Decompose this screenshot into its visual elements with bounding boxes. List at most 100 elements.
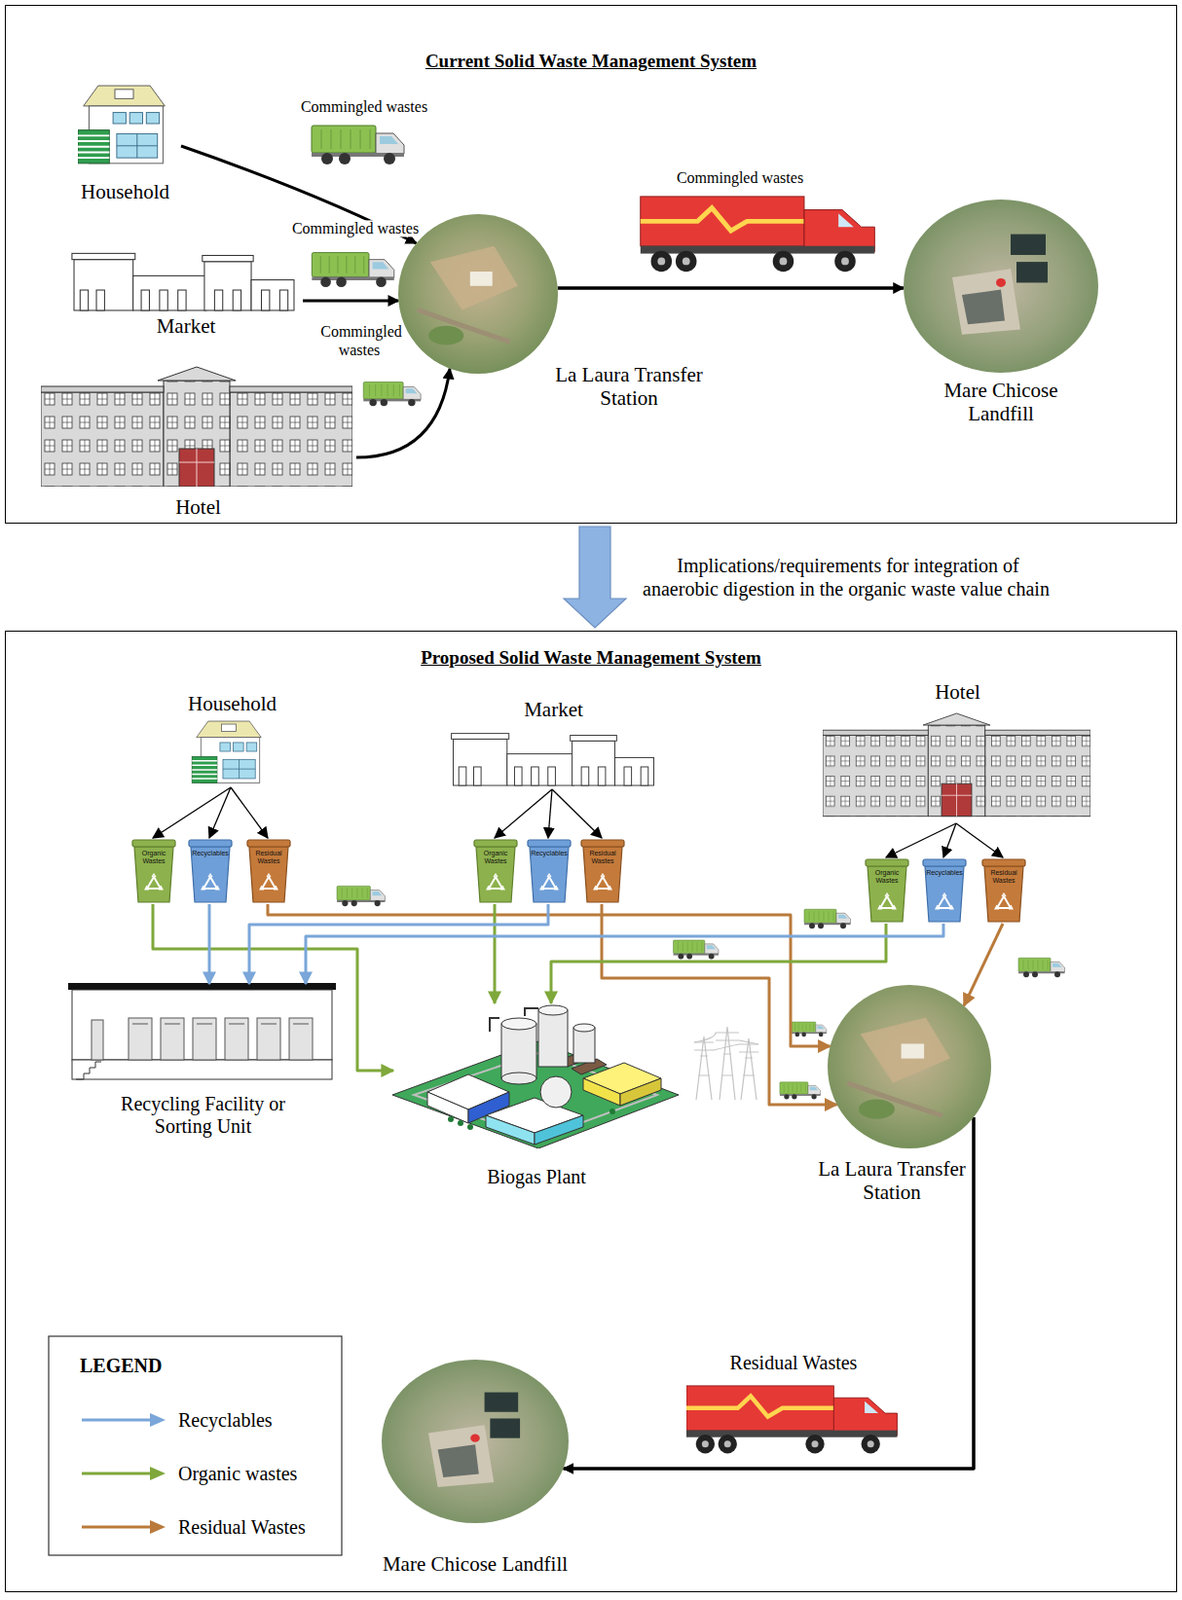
edge-label-wrap: Commingled wastes	[315, 322, 406, 360]
flow-arrow	[208, 904, 212, 985]
node-label: Household	[80, 180, 170, 204]
flow-arrow	[302, 299, 399, 303]
landfill-site: Mare Chicose Landfill	[903, 199, 1099, 373]
node-label: Recycling Facility or Sorting Unit	[98, 1093, 308, 1139]
node-label: Mare Chicose Landfill	[918, 378, 1084, 426]
illustration-part	[134, 847, 174, 903]
source-building: Hotel	[39, 363, 357, 519]
house-icon	[191, 721, 261, 783]
flow-arrow	[356, 369, 450, 458]
illustration-part	[247, 840, 291, 848]
bin-label: Recyclables	[528, 849, 570, 858]
truck-icon	[311, 125, 405, 165]
pylon-icon	[694, 1027, 759, 1101]
illustration-part	[474, 840, 518, 848]
node-label: Hotel	[175, 495, 222, 519]
illustration-part	[878, 893, 896, 910]
system-panel: Proposed Solid Waste Management SystemHo…	[4, 630, 1178, 1593]
hotel-icon	[40, 367, 353, 487]
label-wrap: Recyclables	[189, 849, 231, 858]
title-wrap: Proposed Solid Waste Management System	[5, 647, 1177, 669]
bin-label: Recyclables	[923, 869, 965, 878]
illustration-part	[249, 847, 289, 903]
title-wrap: Current Solid Waste Management System	[5, 50, 1177, 73]
legend-text: Recyclables	[178, 1408, 273, 1433]
illustration-part	[982, 859, 1026, 867]
bin-label: Organic Wastes	[475, 849, 517, 865]
illustration-part	[995, 893, 1013, 910]
illustration-part	[923, 859, 966, 867]
waste-bin: Residual Wastes	[980, 857, 1028, 924]
flow-arrow	[956, 823, 1003, 858]
legend-arrow	[79, 1412, 168, 1429]
legend-line	[81, 1473, 152, 1477]
illustration-part	[924, 866, 964, 923]
bin-label: Organic Wastes	[866, 869, 908, 885]
bin-label: Residual Wastes	[983, 869, 1025, 885]
biogas-plant: Biogas Plant	[393, 1003, 680, 1189]
illustration-part	[430, 246, 518, 311]
flow-arrow	[494, 789, 553, 839]
edge-label-wrap: Commingled wastes	[642, 168, 838, 187]
illustration-part	[484, 1393, 519, 1413]
waste-bin: Recyclables	[186, 838, 234, 905]
label-wrap: Mare Chicose Landfill	[918, 378, 1084, 426]
source-building: Household	[166, 692, 298, 788]
edge-label-wrap: Commingled wastes	[267, 219, 444, 238]
lorry-icon	[640, 196, 876, 272]
bin-label: Organic Wastes	[133, 849, 175, 865]
bin-shape	[921, 857, 968, 924]
legend-head	[149, 1413, 166, 1428]
illustration-part	[488, 877, 503, 889]
bin-shape	[579, 838, 627, 905]
truck-icon	[311, 253, 394, 289]
illustration-part	[529, 847, 569, 903]
hotel-icon	[822, 713, 1091, 817]
node-label: Hotel	[934, 680, 981, 704]
edge-label-wrap: Implications/requirements for integratio…	[642, 554, 1052, 601]
edge-label: Implications/requirements for integratio…	[642, 554, 1052, 600]
truck-icon	[804, 909, 851, 929]
flow-arrow	[963, 923, 1003, 1006]
illustration-part	[937, 896, 952, 909]
illustration-part	[901, 1043, 925, 1059]
system-panel: Current Solid Waste Management SystemHou…	[4, 4, 1178, 524]
illustration-part	[997, 896, 1011, 909]
node-label: La Laura Transfer Station	[549, 363, 710, 410]
market-icon	[451, 734, 655, 786]
flow-arrow	[209, 787, 231, 839]
illustration-part	[595, 877, 610, 889]
node-label: Market	[523, 698, 584, 722]
flow-arrow	[886, 823, 957, 858]
legend-text: Organic wastes	[178, 1462, 297, 1486]
label-wrap: La Laura Transfer Station	[812, 1157, 973, 1205]
label-wrap: Residual Wastes	[582, 849, 624, 865]
illustration-part	[147, 877, 161, 889]
bin-label: Residual Wastes	[582, 849, 624, 865]
bin-shape	[472, 838, 519, 905]
illustration-part	[903, 199, 1099, 373]
legend-text: Residual Wastes	[178, 1515, 306, 1540]
illustration-part	[996, 278, 1006, 288]
illustration-part	[486, 874, 505, 890]
illustration-part	[880, 896, 894, 909]
source-building: Market	[69, 244, 303, 338]
illustration-part	[201, 874, 220, 890]
bin-shape	[130, 838, 178, 905]
edge-label: Residual Wastes	[728, 1352, 860, 1374]
flow-arrow	[552, 789, 602, 839]
flow-arrow	[943, 823, 957, 858]
bin-label: Residual Wastes	[248, 849, 290, 865]
label-wrap: Mare Chicose Landfill	[338, 1552, 612, 1577]
illustration-part	[261, 877, 276, 889]
illustration-part	[428, 1425, 494, 1488]
waste-bin: Organic Wastes	[472, 838, 519, 905]
flow-arrow	[305, 923, 944, 985]
illustration-part	[190, 847, 230, 903]
illustration-part	[489, 1418, 520, 1439]
node-label: Household	[187, 692, 277, 716]
illustration-part	[145, 874, 163, 890]
node-label: Market	[156, 314, 217, 338]
label-wrap: Organic Wastes	[475, 849, 517, 865]
